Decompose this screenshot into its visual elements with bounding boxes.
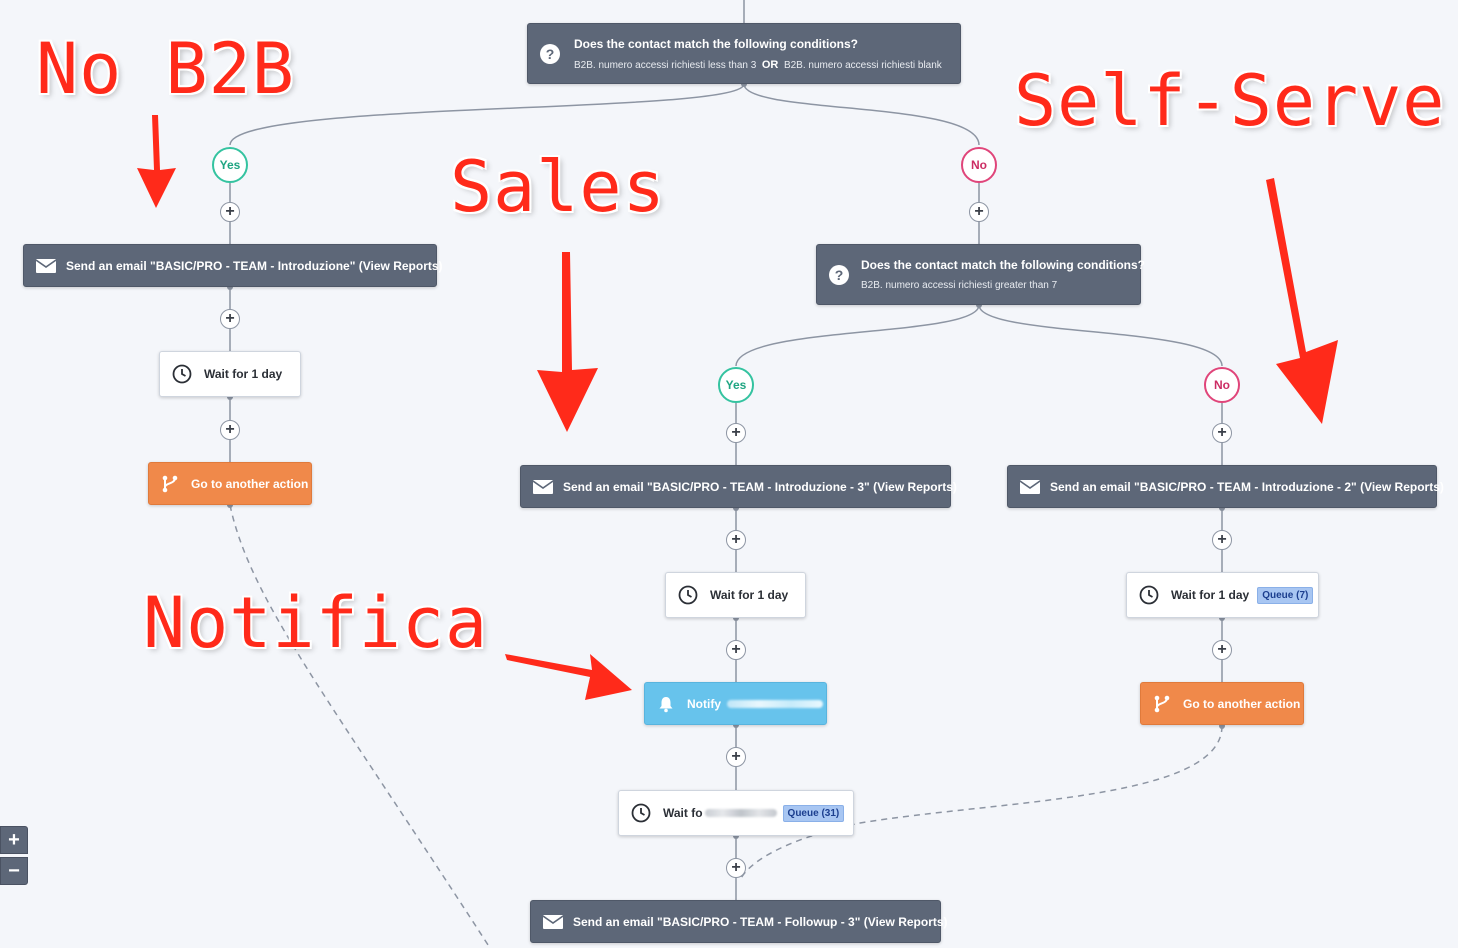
envelope-icon (533, 479, 553, 494)
send-email-node-mid[interactable]: Send an email "BASIC/PRO - TEAM - Introd… (520, 465, 957, 508)
add-step-button[interactable]: + (726, 858, 746, 878)
condition-title: Does the contact match the following con… (574, 36, 859, 51)
envelope-icon (36, 258, 56, 273)
envelope-icon (543, 914, 563, 929)
question-icon: ? (829, 264, 849, 285)
queue-badge[interactable]: Queue (7) (1257, 586, 1314, 604)
goto-action-node-right[interactable]: Go to another action (1140, 682, 1304, 725)
redacted-duration (704, 809, 777, 817)
goto-action-node-left[interactable]: Go to another action (148, 462, 312, 505)
clock-icon (172, 364, 192, 384)
wait-node-left[interactable]: Wait for 1 day (159, 351, 301, 397)
branch-icon (1154, 695, 1170, 712)
add-step-button[interactable]: + (1212, 423, 1232, 443)
add-step-button[interactable]: + (1212, 640, 1232, 660)
zoom-in-button[interactable]: + (0, 826, 28, 854)
queue-badge[interactable]: Queue (31) (782, 804, 845, 822)
clock-icon (631, 803, 651, 823)
send-email-node-bottom[interactable]: Send an email "BASIC/PRO - TEAM - Follow… (530, 900, 948, 943)
node-label: Wait for 1 day (204, 367, 283, 381)
add-step-button[interactable]: + (726, 423, 746, 443)
annotation-no-b2b: No B2B (36, 28, 295, 110)
add-step-button[interactable]: + (220, 309, 240, 329)
add-step-button[interactable]: + (969, 202, 989, 222)
wait-node-right[interactable]: Wait for 1 day Queue (7) (1126, 572, 1319, 618)
send-email-node-right[interactable]: Send an email "BASIC/PRO - TEAM - Introd… (1007, 465, 1444, 508)
condition-rules: B2B. numero accessi richiesti less than … (574, 58, 942, 71)
condition-title: Does the contact match the following con… (861, 258, 1146, 272)
condition-node-1[interactable]: ? Does the contact match the following c… (527, 23, 961, 84)
wait-node-mid-2[interactable]: Wait fo Queue (31) (618, 790, 854, 836)
notify-node[interactable]: Notify (644, 682, 827, 725)
redacted-recipient (727, 699, 823, 708)
no-branch-label: No (961, 147, 997, 183)
node-label: Send an email "BASIC/PRO - TEAM - Introd… (1050, 479, 1444, 494)
zoom-out-button[interactable]: − (0, 857, 28, 885)
add-step-button[interactable]: + (726, 747, 746, 767)
yes-branch-label: Yes (212, 147, 248, 183)
envelope-icon (1020, 479, 1040, 494)
node-label: Send an email "BASIC/PRO - TEAM - Introd… (66, 258, 443, 273)
annotation-self-serve: Self-Serve (1014, 60, 1446, 142)
add-step-button[interactable]: + (220, 420, 240, 440)
wait-node-mid[interactable]: Wait for 1 day (665, 572, 806, 618)
clock-icon (1139, 585, 1159, 605)
condition-rules: B2B. numero accessi richiesti greater th… (861, 280, 1058, 291)
node-label: Wait for 1 day (710, 588, 789, 602)
bell-icon (659, 696, 673, 712)
send-email-node-left[interactable]: Send an email "BASIC/PRO - TEAM - Introd… (23, 244, 443, 287)
node-label: Wait for 1 day (1171, 588, 1250, 602)
node-label: Go to another action (191, 476, 309, 491)
node-label: Send an email "BASIC/PRO - TEAM - Follow… (573, 914, 948, 929)
add-step-button[interactable]: + (726, 640, 746, 660)
add-step-button[interactable]: + (220, 202, 240, 222)
yes-branch-label: Yes (718, 367, 754, 403)
node-label: Send an email "BASIC/PRO - TEAM - Introd… (563, 479, 957, 494)
condition-node-2[interactable]: ? Does the contact match the following c… (816, 244, 1145, 305)
node-label: Go to another action (1183, 696, 1301, 711)
add-step-button[interactable]: + (1212, 530, 1232, 550)
node-label: Notify (687, 696, 721, 711)
annotation-notifica: Notifica (143, 582, 489, 664)
annotation-sales: Sales (450, 146, 666, 228)
no-branch-label: No (1204, 367, 1240, 403)
question-icon: ? (540, 43, 560, 64)
add-step-button[interactable]: + (726, 530, 746, 550)
clock-icon (678, 585, 698, 605)
branch-icon (162, 475, 178, 492)
node-label: Wait fo (663, 806, 703, 820)
